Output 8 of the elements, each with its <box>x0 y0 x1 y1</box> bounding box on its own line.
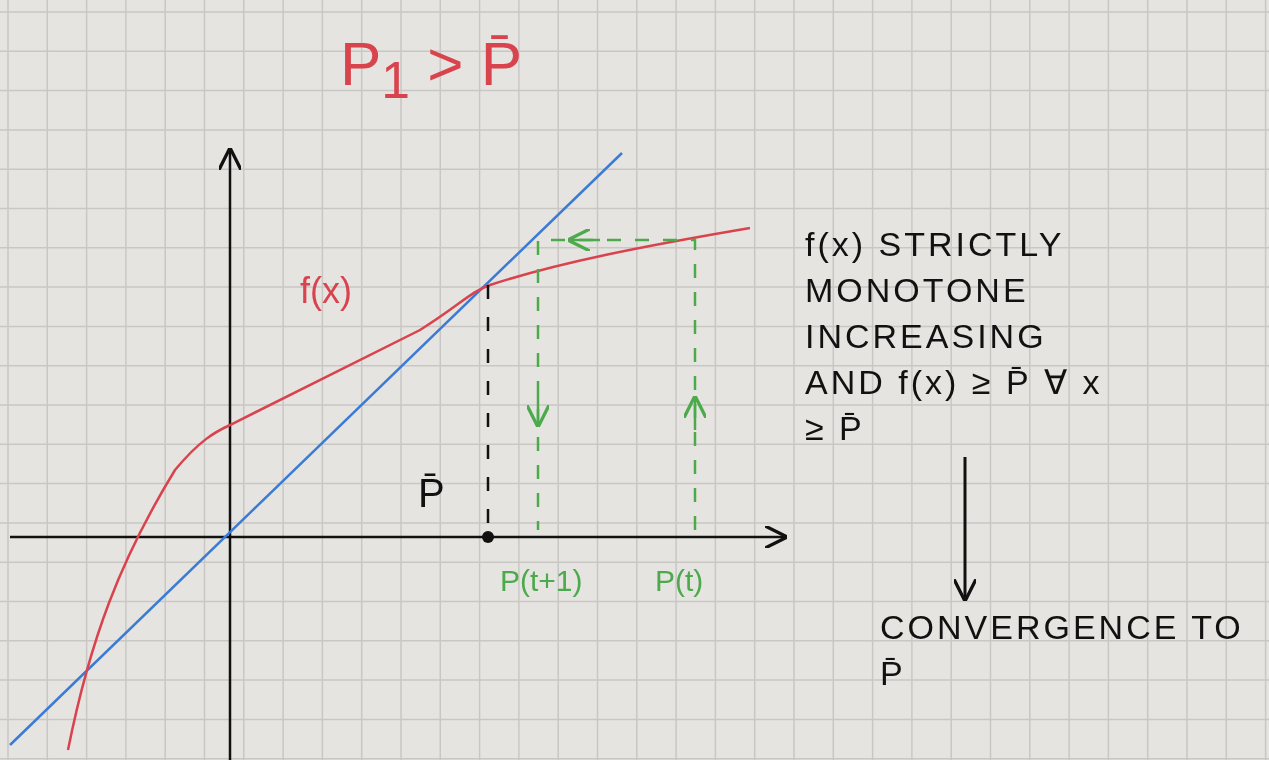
condition-text: f(x) STRICTLY MONOTONE INCREASING AND f(x) ≥ P̄ ∀ x ≥ P̄ <box>805 222 1125 452</box>
graph-title: P$_{1}$ > P̄ <box>340 28 523 112</box>
axis-value-label: P̄ <box>418 470 445 517</box>
conclusion-text: CONVERGENCE TO P̄ <box>880 605 1260 697</box>
axis-value-label: P(t) <box>655 563 704 599</box>
curve-label: f(x) <box>300 269 352 313</box>
axis-value-label: P(t+1) <box>500 563 583 599</box>
arrow <box>952 457 978 603</box>
